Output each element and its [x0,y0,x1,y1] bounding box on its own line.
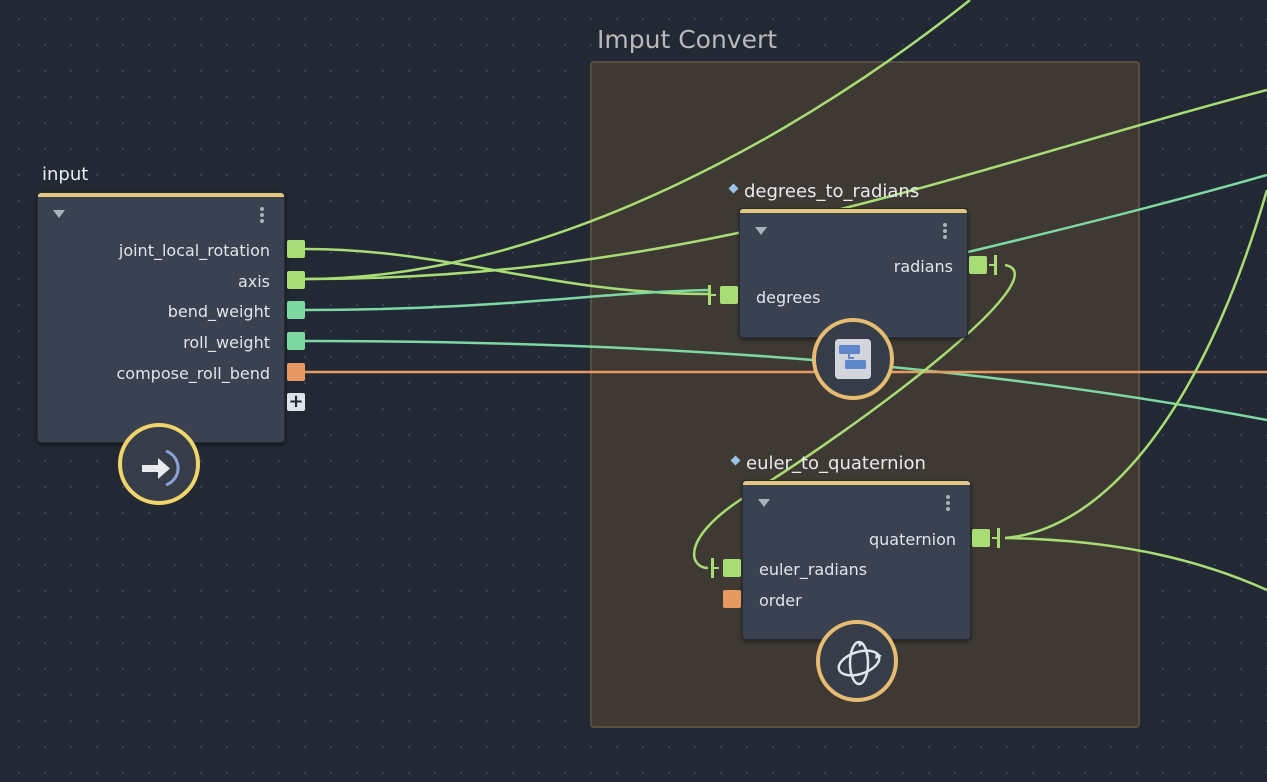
wire-radians-offscreen[interactable] [967,173,1267,254]
input-port-euler-radians[interactable] [723,559,741,577]
wire-quaternion-right[interactable] [1004,536,1267,592]
convert-icon[interactable] [812,318,894,400]
connection-bracket [989,255,997,275]
input-port-order[interactable] [723,590,741,608]
output-port-joint-local-rotation[interactable] [287,240,305,258]
output-port-compose-roll-bend[interactable] [287,363,305,381]
node-input[interactable]: joint_local_rotation axis bend_weight ro… [37,192,285,443]
collapse-triangle-icon[interactable] [758,499,770,507]
connection-bracket [992,528,1000,548]
node-title-euler-to-quaternion[interactable]: euler_to_quaternion [730,453,926,474]
output-port-quaternion[interactable] [972,529,990,547]
node-menu-icon[interactable] [260,207,264,225]
add-port-button[interactable]: + [287,391,305,412]
connection-bracket [711,558,719,578]
port-label-axis: axis [237,272,270,291]
port-label-euler-radians: euler_radians [759,560,868,579]
wire-quaternion-up[interactable] [1004,189,1267,540]
port-label-bend-weight: bend_weight [167,302,270,321]
node-header-bar [740,209,967,213]
rotate-orbit-icon[interactable] [816,620,898,702]
port-label-quaternion: quaternion [868,530,956,549]
arrow-right-icon[interactable] [118,423,200,505]
node-type-diamond-icon [728,183,739,194]
connection-bracket [708,285,716,305]
node-header-bar [38,193,284,197]
collapse-triangle-icon[interactable] [53,210,65,218]
port-label-joint-local-rotation: joint_local_rotation [118,241,270,260]
port-label-order: order [759,591,802,610]
node-degrees-to-radians[interactable]: radians degrees [739,208,968,338]
output-port-bend-weight[interactable] [287,301,305,319]
output-port-radians[interactable] [969,256,987,274]
wire-roll-weight-offscreen[interactable] [304,339,1267,422]
wire-joint-local-rotation-to-degrees[interactable] [304,247,711,296]
node-type-diamond-icon [730,455,741,466]
port-label-degrees: degrees [756,288,821,307]
wire-bend-weight-to-degrees[interactable] [304,288,711,312]
collapse-triangle-icon[interactable] [755,227,767,235]
node-euler-to-quaternion[interactable]: quaternion euler_radians order [742,480,971,640]
group-title[interactable]: Imput Convert [597,25,778,54]
output-port-roll-weight[interactable] [287,332,305,350]
port-label-roll-weight: roll_weight [183,333,270,352]
port-label-compose-roll-bend: compose_roll_bend [116,364,271,383]
output-port-axis[interactable] [287,271,305,289]
input-port-degrees[interactable] [720,286,738,304]
node-menu-icon[interactable] [946,495,950,513]
node-title-degrees-to-radians[interactable]: degrees_to_radians [728,181,919,202]
node-menu-icon[interactable] [943,223,947,241]
node-title-input[interactable]: input [42,164,89,185]
port-label-radians: radians [893,257,953,276]
node-header-bar [743,481,970,485]
wire-radians-to-euler-radians[interactable] [692,263,1016,570]
wire-axis-offscreen-top[interactable] [304,0,971,281]
